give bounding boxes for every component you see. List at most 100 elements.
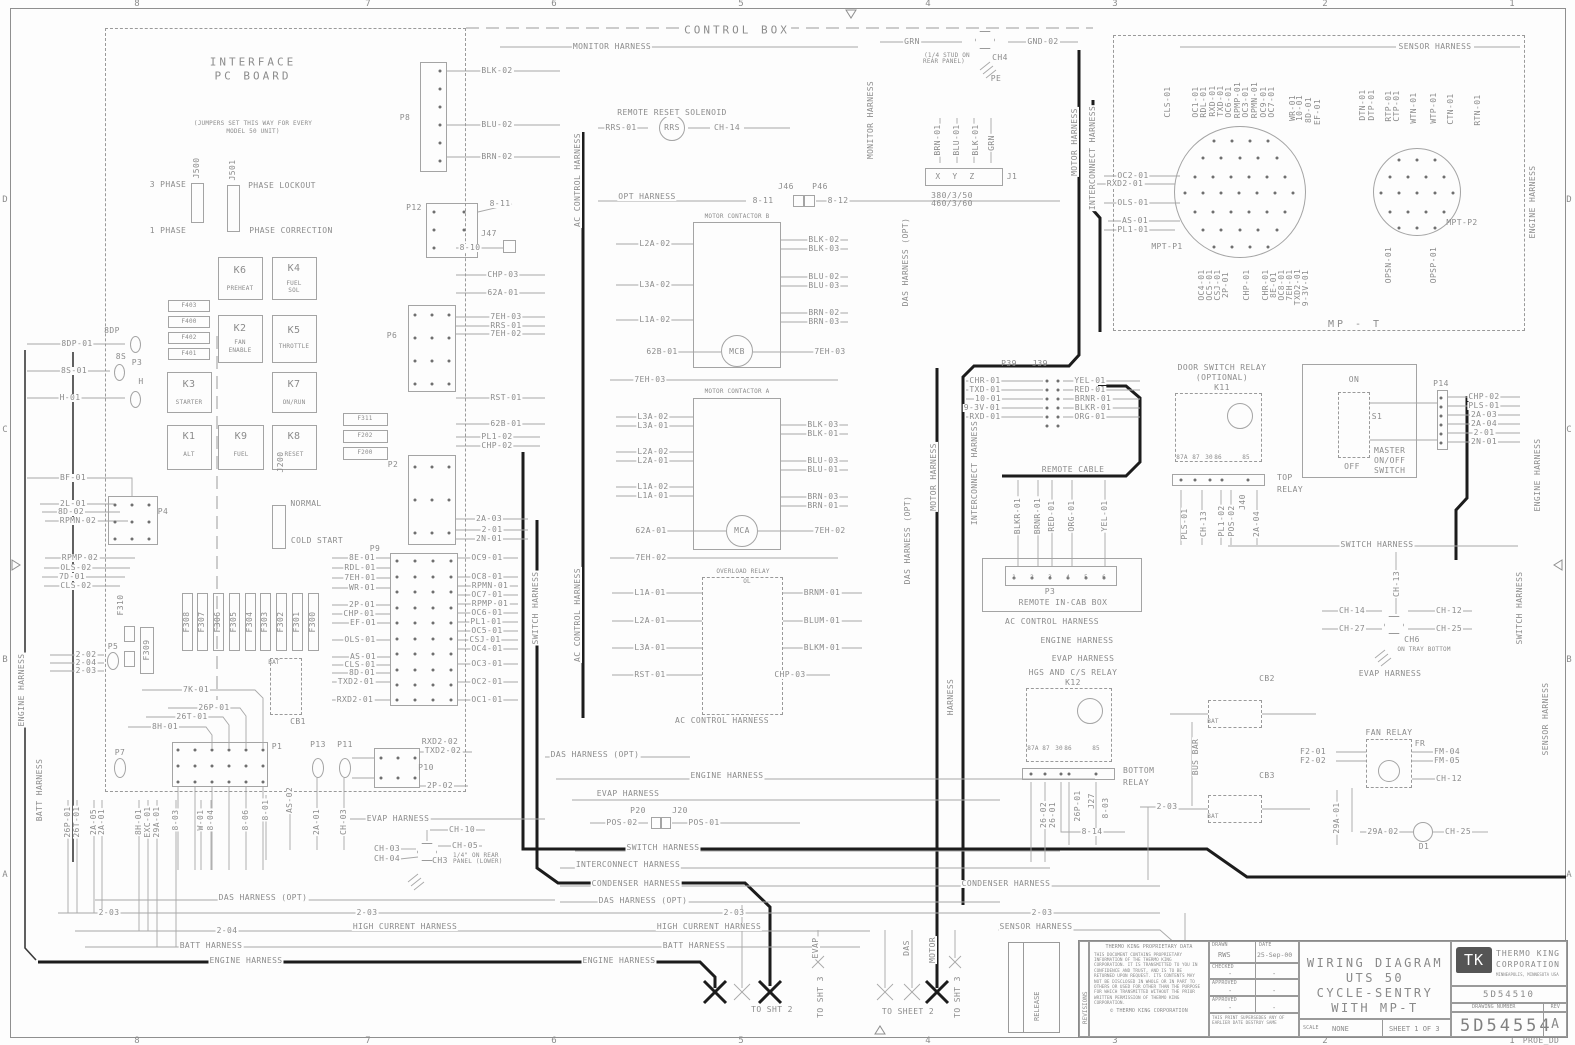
drawing-border	[10, 8, 1566, 1038]
schematic-label: OC5-01	[470, 626, 504, 635]
schematic-label: INTERCONNECT HARNESS	[574, 860, 682, 869]
approved-value-1: -	[1228, 987, 1233, 995]
connector-pin	[210, 764, 214, 768]
connector-mpt-p2	[1373, 148, 1461, 236]
schematic-label: J47	[481, 229, 497, 238]
zone-label: 8	[134, 0, 140, 9]
schematic-label: CH-10	[447, 825, 477, 834]
connector-pin	[430, 359, 434, 363]
connector-pin	[1179, 478, 1183, 482]
schematic-label: PL1-02	[480, 432, 514, 441]
schematic-label: K11	[1214, 383, 1230, 392]
schematic-label: BLK-01	[806, 429, 840, 438]
connector-pin	[1229, 210, 1233, 214]
zone-label: 6	[551, 1036, 557, 1045]
zone-label: 8	[134, 1036, 140, 1045]
master-switch-outer	[1302, 364, 1417, 478]
schematic-label: P13	[310, 740, 326, 749]
zone-label: 1	[1509, 1036, 1515, 1045]
connector-p2	[408, 455, 456, 545]
connector-pin	[1056, 406, 1060, 410]
company-name-2: CORPORATION	[1496, 960, 1560, 969]
connector-pin	[413, 359, 417, 363]
zone-label: 6	[551, 0, 557, 9]
connector-pin	[1433, 158, 1437, 162]
schematic-label: K12	[1065, 678, 1081, 687]
connector-pin	[176, 780, 180, 784]
schematic-label: RELAY	[1123, 778, 1150, 787]
connector-pin	[193, 764, 197, 768]
schematic-label: 2-03	[74, 666, 98, 675]
connector-pin	[1230, 139, 1234, 143]
checked-value: -	[1228, 970, 1233, 978]
schematic-label: 8-11	[488, 199, 512, 208]
schematic-label: TXD2-01	[336, 677, 376, 686]
proprietary-heading: THERMO KING PROPRIETARY DATA	[1105, 944, 1193, 950]
schematic-label: L2A-01	[633, 616, 667, 625]
fuse-f301	[292, 593, 303, 651]
connector-p1	[172, 742, 268, 787]
wire	[407, 873, 419, 883]
schematic-label: F402	[181, 334, 197, 341]
connector-pin	[413, 559, 417, 563]
connector-pin	[1439, 414, 1443, 418]
overload-relay-box	[702, 577, 783, 715]
relay-k12-box	[1026, 688, 1112, 762]
border-marker	[1553, 559, 1563, 571]
schematic-label: ENGINE HARNESS	[689, 771, 765, 780]
connector-pin	[432, 246, 436, 250]
connector-pin	[1415, 191, 1419, 195]
connector-pin	[1424, 175, 1428, 179]
schematic-label: CH-12	[1434, 774, 1464, 783]
wire	[24, 350, 37, 961]
connector-pin	[1238, 156, 1242, 160]
schematic-label: L3A-02	[638, 280, 672, 289]
connector-pin	[1247, 175, 1251, 179]
schematic-label: 3	[1048, 574, 1052, 581]
connector-pin	[396, 776, 400, 780]
schematic-label: OFF	[1344, 462, 1360, 471]
zone-label: B	[2, 655, 8, 665]
schematic-label: 1/4" ON REAR	[453, 852, 499, 859]
connector-pin	[1012, 576, 1016, 580]
schematic-label: 2-03	[1155, 802, 1179, 811]
connector-p11	[339, 758, 351, 778]
drawn-value: RWS	[1218, 951, 1231, 959]
schematic-label: RED-01	[1073, 385, 1107, 394]
connector-pin	[1451, 191, 1455, 195]
schematic-label: MPT-P2	[1446, 218, 1478, 227]
company-name-1: THERMO KING	[1496, 949, 1560, 958]
connector-pin	[261, 780, 265, 784]
company-address: MINNEAPOLIS, MINNESOTA USA	[1496, 972, 1559, 977]
wire	[413, 881, 425, 891]
connector-pin	[227, 764, 231, 768]
relay-k6	[218, 257, 263, 300]
checked-cell: CHECKED - -	[1209, 963, 1299, 979]
connector-pin	[1030, 576, 1034, 580]
connector-pin	[130, 503, 134, 507]
schematic-label: X	[935, 172, 941, 181]
connector-pin	[431, 621, 435, 625]
connector-pin	[413, 606, 417, 610]
schematic-label: EVAP HARNESS	[1357, 669, 1423, 678]
connector-pin	[227, 780, 231, 784]
schematic-label: L3A-01	[633, 643, 667, 652]
connector-pin	[1439, 423, 1443, 427]
schematic-label: AS-01	[348, 652, 378, 661]
connector-pin	[431, 606, 435, 610]
schematic-label: CH-25	[1443, 827, 1473, 836]
schematic-label: THROTTLE	[278, 343, 310, 350]
schematic-label: K8	[287, 431, 301, 442]
schematic-label: H-01	[58, 393, 82, 402]
connector-p20	[651, 817, 661, 829]
connector-pin	[1056, 415, 1060, 419]
schematic-label: CH-27	[1337, 624, 1367, 633]
wire	[1060, 820, 1125, 833]
wire	[924, 979, 950, 1005]
schematic-label: TO SHEET 2	[880, 1007, 936, 1016]
connector-j20	[661, 817, 671, 829]
schematic-label: BRN-01	[806, 501, 840, 510]
schematic-label: L1A-01	[636, 491, 670, 500]
connector-pin	[413, 498, 417, 502]
